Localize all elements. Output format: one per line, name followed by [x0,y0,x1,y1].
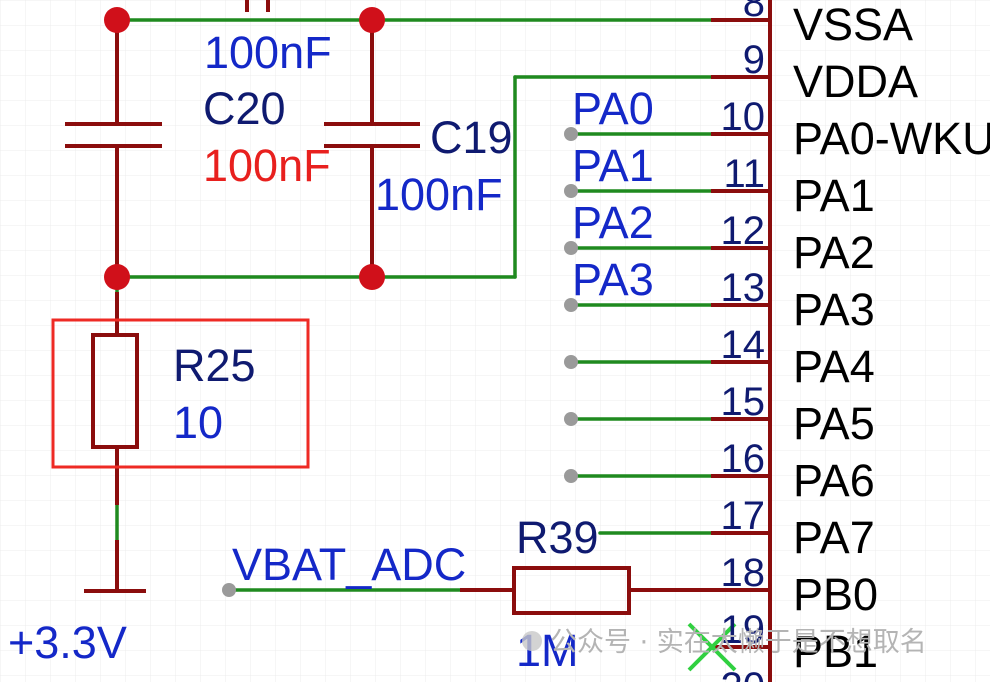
pin-number: 11 [723,152,765,196]
power-label[interactable]: +3.3V [8,617,127,668]
junction-dot[interactable] [104,264,130,290]
pin-name: PA6 [793,455,875,506]
pin-name: PA3 [793,284,875,335]
junction-dot[interactable] [104,7,130,33]
port-dot-pa3[interactable] [564,298,578,312]
pin-name: PB1 [793,626,878,677]
pin-number: 17 [721,494,766,538]
no-connect-marker[interactable] [687,622,737,672]
pin-number: 13 [721,266,766,310]
net-label-pa3[interactable]: PA3 [572,254,654,305]
pin-name: PA1 [793,170,875,221]
junction-dot[interactable] [359,264,385,290]
pin-name: PA7 [793,512,875,563]
r25-ref: R25 [173,340,256,391]
r39-ref: R39 [516,512,599,563]
net-label-pa1[interactable]: PA1 [572,140,654,191]
net-label-vbat-adc[interactable]: VBAT_ADC [232,539,466,590]
pin-number: 15 [721,380,766,424]
pin-name: PB0 [793,569,878,620]
pin-number: 8 [743,0,765,25]
port-dot-pa0[interactable] [564,127,578,141]
cap-top-value: 100nF [204,27,332,78]
watermark-text: 公众号 · 实在太懒于是不想取名 [550,627,927,658]
net-label-pa2[interactable]: PA2 [572,197,654,248]
watermark-logo-icon [522,631,542,651]
ic-pin-list: 8 VSSA 9 VDDA 10 PA0-WKUP 11 PA1 12 PA2 13 PA3 14 PA4… [721,0,990,682]
port-dot-pa4[interactable] [564,355,578,369]
watermark: 公众号 · 实在太懒于是不想取名 [522,627,927,658]
port-dot-vbat-adc[interactable] [222,583,236,597]
pin-number: 9 [743,38,765,82]
r25-value: 10 [173,397,223,448]
net-label-pa0[interactable]: PA0 [572,83,654,134]
pin-name: PA5 [793,398,875,449]
c20-ref: C20 [203,83,286,134]
c19-ref: C19 [430,112,513,163]
pin-number: 12 [721,209,766,253]
pin-number: 19 [721,608,766,652]
pin-name: PA4 [793,341,875,392]
port-dot-pa1[interactable] [564,184,578,198]
port-dot-pa5[interactable] [564,412,578,426]
pin-number: 14 [721,323,766,367]
pin-number: 18 [721,551,766,595]
pin-name: PA2 [793,227,875,278]
pin-number: 20 [721,665,766,682]
pin-name: VDDA [793,56,918,107]
r25-highlight-box [51,318,310,469]
pin-number: 16 [721,437,766,481]
pin-name: VSSA [793,0,913,50]
port-dot-pa6[interactable] [564,469,578,483]
pin-name: PA0-WKUP [793,113,990,164]
c20-value: 100nF [203,140,331,191]
c19-value: 100nF [375,169,503,220]
pin-number: 10 [721,95,766,139]
junction-dot[interactable] [359,7,385,33]
port-dot-pa2[interactable] [564,241,578,255]
